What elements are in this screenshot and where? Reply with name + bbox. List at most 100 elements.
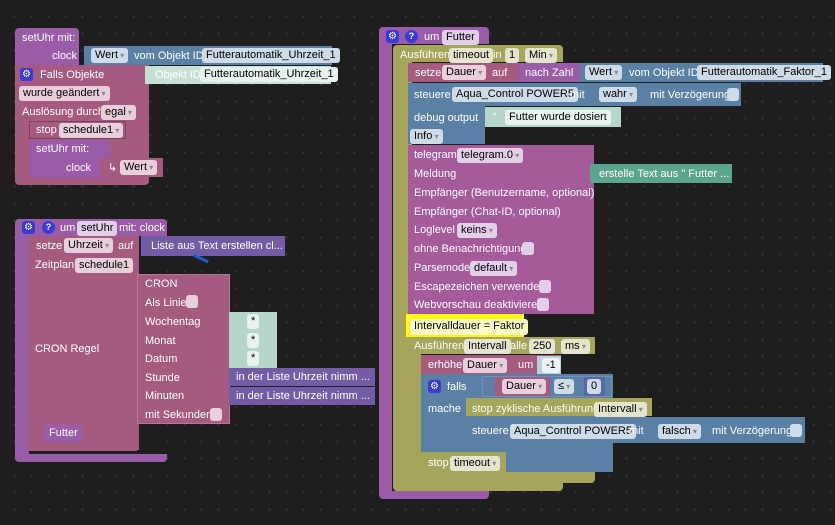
hour-list-get-label: in der Liste Uhrzeit nimm ... — [236, 371, 370, 383]
inc-var-dropdown[interactable]: Dauer — [463, 358, 508, 373]
inc-value-field[interactable]: -1 — [542, 358, 560, 373]
stop-schedule-dropdown[interactable]: schedule1 — [59, 123, 124, 138]
schedule-label: Zeitplan — [35, 259, 75, 271]
gear-icon[interactable]: ⚙ — [428, 380, 441, 393]
clock-param-label: clock — [52, 50, 78, 62]
in-value-field[interactable]: 1 — [505, 48, 520, 63]
escape-checkbox[interactable] — [539, 280, 551, 293]
value-field-dropdown[interactable]: Wert — [91, 48, 129, 63]
help-icon[interactable]: ? — [42, 221, 55, 234]
stop-interval-dropdown[interactable]: Intervall — [594, 402, 647, 417]
create-text-label: erstelle Text aus " Futter ... — [599, 168, 730, 180]
list-from-text-block[interactable] — [141, 236, 285, 256]
minutes-list-get-label: in der Liste Uhrzeit nimm ... — [236, 390, 370, 402]
do-label: mache — [428, 403, 462, 415]
schedule-name-field[interactable]: schedule1 — [75, 258, 134, 273]
webpreview-checkbox[interactable] — [537, 298, 549, 311]
cron-label: CRON — [145, 278, 178, 290]
telegram-label: telegram — [414, 149, 457, 161]
inner-value-dropdown[interactable]: Wert — [120, 160, 158, 175]
set-label: setze — [36, 240, 63, 252]
silent-checkbox[interactable] — [522, 242, 534, 255]
call-futter-block[interactable] — [43, 424, 83, 442]
value-field-dropdown[interactable]: Wert — [585, 65, 623, 80]
loglevel-dropdown[interactable]: keins — [457, 223, 497, 238]
list-from-text-label: Liste aus Text erstellen cl... — [151, 240, 283, 252]
recipient-user-label: Empfänger (Benutzername, optional) — [414, 187, 595, 199]
month-value[interactable]: * — [247, 333, 260, 348]
interval-exec-label: Ausführen — [414, 340, 465, 352]
as-line-label: Als Linie — [145, 297, 187, 309]
help-icon[interactable]: ? — [405, 30, 418, 43]
telegram-instance-dropdown[interactable]: telegram.0 — [457, 148, 524, 163]
comment-text[interactable]: Intervalldauer = Faktor — [410, 319, 529, 335]
cron-block[interactable] — [137, 274, 230, 424]
hour-label: Stunde — [145, 372, 180, 384]
delay-checkbox[interactable] — [727, 88, 739, 101]
minutes-list-get-block[interactable] — [229, 387, 375, 405]
trigger-object-label: Objekt ID — [155, 69, 201, 81]
cmp-value-field[interactable]: 0 — [587, 379, 602, 394]
weekday-value[interactable]: * — [247, 314, 260, 329]
true-dropdown[interactable]: wahr — [599, 87, 638, 102]
inner-clock-label: clock — [66, 162, 92, 174]
debug-text-field[interactable]: Futter wurde dosiert — [505, 110, 611, 125]
in-label: in — [493, 49, 502, 61]
minutes-label: Minuten — [145, 390, 185, 402]
gear-icon[interactable]: ⚙ — [386, 30, 399, 43]
trigger-object-id-field[interactable]: Futterautomatik_Uhrzeit_1 — [200, 67, 338, 82]
increment-label: erhöhe — [428, 359, 463, 371]
as-line-checkbox[interactable] — [186, 295, 198, 308]
function-name-field[interactable]: setUhr — [77, 221, 118, 236]
to-number-block[interactable] — [518, 63, 588, 82]
function-name-field[interactable]: Futter — [442, 30, 479, 45]
changed-dropdown[interactable]: wurde geändert — [19, 86, 110, 101]
setuhr-call-label: setUhr mit: — [22, 32, 76, 44]
object-id-field[interactable]: Futterautomatik_Uhrzeit_1 — [202, 48, 340, 63]
delay2-checkbox[interactable] — [790, 424, 802, 437]
variable-dropdown[interactable]: Uhrzeit — [64, 238, 114, 253]
schedule-block[interactable] — [29, 256, 139, 450]
setuhr-call-block[interactable] — [15, 28, 79, 68]
false-dropdown[interactable]: falsch — [658, 424, 701, 439]
by-label: um — [518, 359, 534, 371]
object-id-field[interactable]: Futterautomatik_Faktor_1 — [697, 65, 831, 80]
dauer-dropdown[interactable]: Dauer — [442, 65, 487, 80]
stop-timeout-dropdown[interactable]: timeout — [450, 456, 501, 471]
interval-value-field[interactable]: 250 — [529, 339, 556, 354]
from-object-label: vom Objekt ID — [629, 67, 699, 79]
exec-label: Ausführen — [400, 49, 451, 61]
interval-name-field[interactable]: Intervall — [464, 339, 511, 354]
device-field[interactable]: Aqua_Control POWER5 — [452, 87, 578, 102]
trigger-label: Falls Objekte — [40, 69, 105, 81]
stop-interval-label: stop zyklische Ausführung — [472, 403, 600, 415]
date-value[interactable]: * — [247, 351, 260, 366]
call-futter-label: Futter — [49, 427, 78, 439]
if-label: falls — [447, 381, 467, 393]
device2-field[interactable]: Aqua_Control POWER5 — [510, 424, 636, 439]
unit-dropdown[interactable]: Min — [525, 48, 557, 63]
telegram-block[interactable] — [408, 145, 594, 314]
um-label: um — [60, 222, 76, 234]
gear-icon[interactable]: ⚙ — [22, 221, 35, 234]
inner-call-label: setUhr mit: — [36, 143, 90, 155]
cmp-op-dropdown[interactable]: ≤ — [554, 379, 575, 394]
create-text-block[interactable] — [590, 164, 732, 183]
debug-level-dropdown[interactable]: Info — [410, 129, 443, 144]
trigger-by-dropdown[interactable]: egal — [101, 105, 137, 120]
delay-label: mit Verzögerung — [650, 89, 731, 101]
hour-list-get-block[interactable] — [229, 368, 375, 386]
gear-icon[interactable]: ⚙ — [20, 68, 33, 81]
cmp-var-dropdown[interactable]: Dauer — [502, 379, 547, 394]
from-object-label: vom Objekt ID — [134, 50, 204, 62]
control2-label: steuere — [472, 425, 509, 437]
with2-label: mit — [629, 425, 644, 437]
parsemode-dropdown[interactable]: default — [470, 261, 518, 276]
parsemode-label: Parsemode — [414, 262, 471, 274]
month-label: Monat — [145, 335, 176, 347]
interval-unit-dropdown[interactable]: ms — [561, 339, 590, 354]
close-quote-icon: ” — [604, 111, 608, 123]
timeout-name-field[interactable]: timeout — [449, 48, 494, 63]
seconds-checkbox[interactable] — [210, 408, 222, 421]
webpreview-label: Webvorschau deaktivieren — [414, 299, 544, 311]
